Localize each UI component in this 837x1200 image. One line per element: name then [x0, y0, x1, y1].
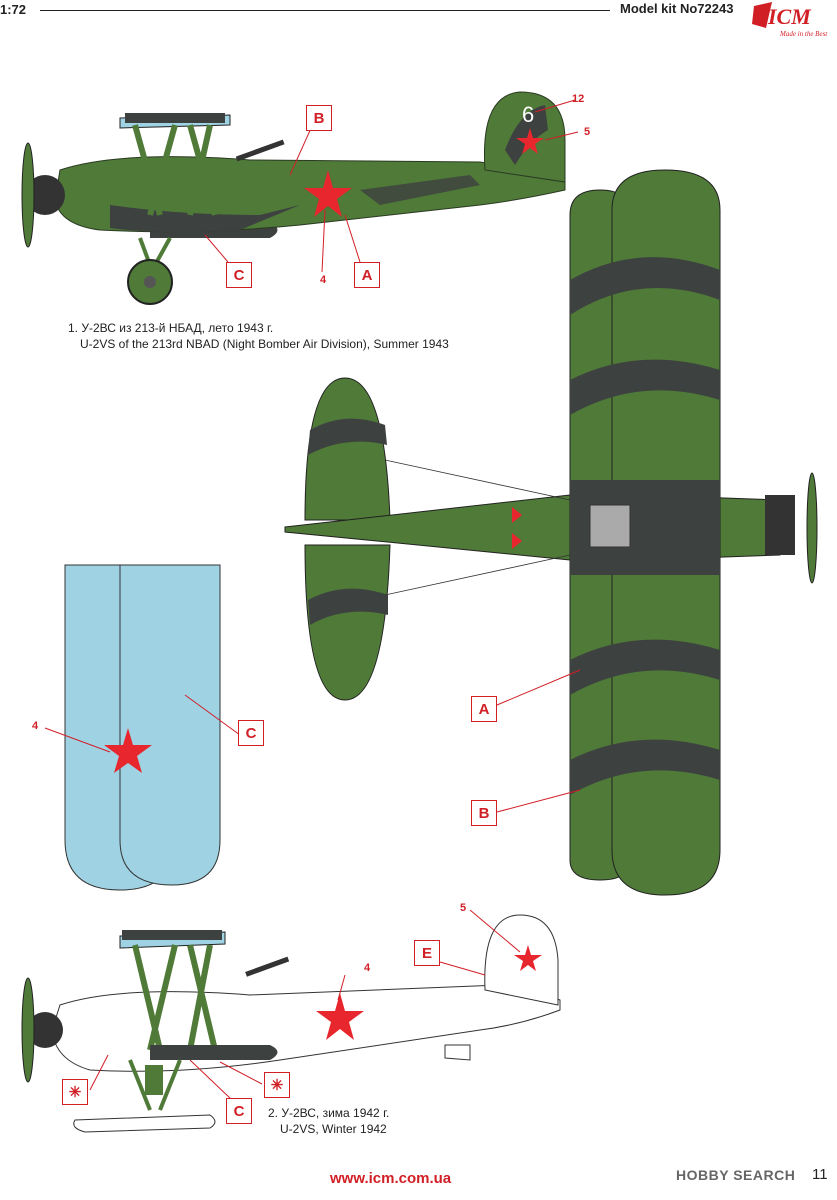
scheme2-caption: 2. У-2ВС, зима 1942 г. U-2VS, Winter 194…: [268, 1105, 389, 1137]
callout-b-top: B: [471, 800, 497, 826]
decal-number-4-side1: 4: [320, 274, 327, 286]
scale-label: 1:72: [0, 2, 27, 17]
svg-text:6: 6: [522, 102, 534, 127]
decal-number-12: 12: [572, 93, 585, 105]
watermark: HOBBY SEARCH: [676, 1167, 796, 1183]
decal-number-5-side2: 5: [460, 902, 467, 914]
top-view: [284, 169, 818, 896]
kit-number: Model kit No72243: [620, 1, 734, 16]
header-rule: [40, 10, 610, 11]
svg-text:Made in the Best: Made in the Best: [779, 30, 828, 38]
page-number: 11: [812, 1166, 828, 1183]
callout-star-left: ✳: [62, 1079, 88, 1105]
scheme1-caption-en: U-2VS of the 213rd NBAD (Night Bomber Ai…: [80, 337, 449, 351]
callout-a-side1: A: [354, 262, 380, 288]
decal-number-4-side2: 4: [364, 962, 371, 974]
side-view-winter: [21, 909, 561, 1133]
callout-a-top: A: [471, 696, 497, 722]
decal-number-5-side1: 5: [584, 126, 591, 138]
scheme1-caption: 1. У-2ВС из 213-й НБАД, лето 1943 г. U-2…: [68, 320, 449, 352]
scheme1-caption-ru: 1. У-2ВС из 213-й НБАД, лето 1943 г.: [68, 321, 274, 335]
scheme2-caption-en: U-2VS, Winter 1942: [280, 1122, 387, 1136]
callout-c-side2: C: [226, 1098, 252, 1124]
svg-text:ICM: ICM: [767, 4, 812, 29]
side-view-summer: 6: [21, 91, 579, 305]
scheme2-caption-ru: 2. У-2ВС, зима 1942 г.: [268, 1106, 390, 1120]
lower-wing-underside: [44, 564, 241, 891]
decal-number-4-wing: 4: [32, 720, 39, 732]
callout-e-side2: E: [414, 940, 440, 966]
callout-c-side1: C: [226, 262, 252, 288]
callout-b-side1: B: [306, 105, 332, 131]
footer-url[interactable]: www.icm.com.ua: [330, 1170, 452, 1187]
icm-logo: ICM Made in the Best: [752, 2, 828, 38]
callout-star-right: ✳: [264, 1072, 290, 1098]
callout-c-wing: C: [238, 720, 264, 746]
